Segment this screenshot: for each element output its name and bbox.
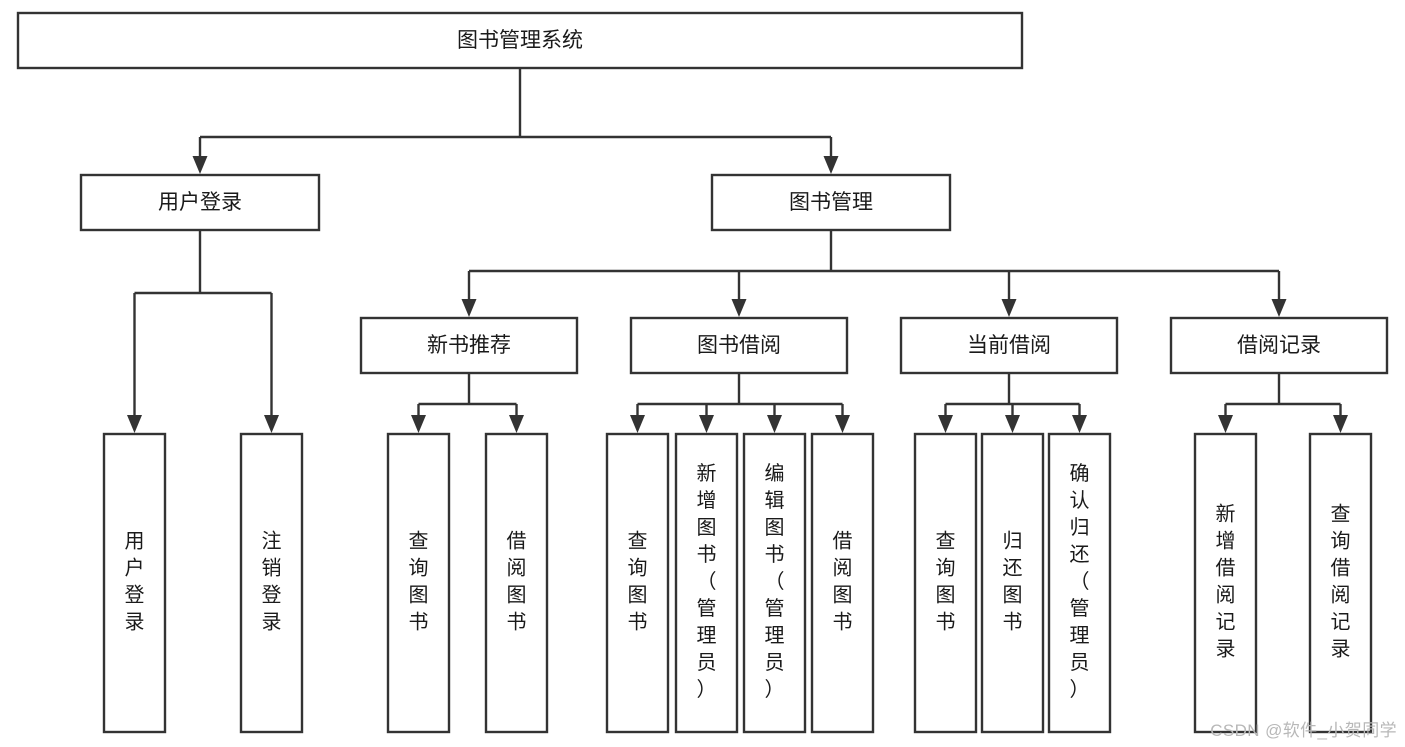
node-box[interactable]	[913, 432, 978, 734]
node-label: 注销登录	[262, 530, 282, 634]
node-user-login[interactable]: 用户登录	[79, 173, 321, 232]
node-label: 图书管理	[789, 191, 873, 214]
node-label: 新书推荐	[427, 334, 511, 357]
node-leaf-add-book[interactable]: 新增图书（管理员）	[674, 432, 739, 734]
node-label: 查询借阅记录	[1331, 503, 1351, 661]
node-box[interactable]	[386, 432, 451, 734]
node-label: 确认归还（管理员）	[1070, 462, 1090, 701]
node-leaf-return-book[interactable]: 归还图书	[980, 432, 1045, 734]
arrow-head-icon	[1005, 415, 1020, 433]
node-box[interactable]	[674, 432, 739, 734]
node-label: 借阅图书	[507, 530, 527, 634]
node-leaf-edit-book[interactable]: 编辑图书（管理员）	[742, 432, 807, 734]
node-layer: 图书管理系统用户登录图书管理新书推荐图书借阅当前借阅借阅记录用户登录注销登录查询…	[16, 11, 1389, 734]
node-leaf-user-login[interactable]: 用户登录	[102, 432, 167, 734]
node-leaf-query-book-3[interactable]: 查询图书	[913, 432, 978, 734]
node-box[interactable]	[629, 316, 849, 375]
arrow-head-icon	[699, 415, 714, 433]
arrow-head-icon	[411, 415, 426, 433]
node-label: 图书借阅	[697, 334, 781, 357]
node-box[interactable]	[102, 432, 167, 734]
node-label: 用户登录	[158, 191, 242, 214]
node-box[interactable]	[484, 432, 549, 734]
arrow-head-icon	[192, 156, 208, 174]
node-box[interactable]	[239, 432, 304, 734]
node-label: 查询图书	[936, 530, 956, 634]
node-leaf-query-record[interactable]: 查询借阅记录	[1308, 432, 1373, 734]
node-label: 查询图书	[628, 530, 648, 634]
node-current-borrow[interactable]: 当前借阅	[899, 316, 1119, 375]
arrow-head-icon	[1218, 415, 1233, 433]
node-box[interactable]	[1193, 432, 1258, 734]
node-label: 借阅图书	[833, 530, 853, 634]
node-book-borrow[interactable]: 图书借阅	[629, 316, 849, 375]
node-new-book-recommend[interactable]: 新书推荐	[359, 316, 579, 375]
arrow-head-icon	[1333, 415, 1348, 433]
node-label: 归还图书	[1003, 530, 1023, 634]
arrow-head-icon	[938, 415, 953, 433]
node-leaf-confirm-return[interactable]: 确认归还（管理员）	[1047, 432, 1112, 734]
node-label: 新增图书（管理员）	[697, 462, 717, 701]
node-leaf-borrow-book-2[interactable]: 借阅图书	[810, 432, 875, 734]
node-box[interactable]	[710, 173, 952, 232]
arrow-head-icon	[767, 415, 782, 433]
arrow-head-icon	[835, 415, 850, 433]
arrow-head-icon	[509, 415, 524, 433]
node-leaf-query-book-1[interactable]: 查询图书	[386, 432, 451, 734]
node-book-manage[interactable]: 图书管理	[710, 173, 952, 232]
node-label: 图书管理系统	[457, 29, 583, 52]
node-label: 新增借阅记录	[1216, 503, 1236, 661]
node-box[interactable]	[605, 432, 670, 734]
node-box[interactable]	[899, 316, 1119, 375]
arrow-head-icon	[731, 299, 747, 317]
connector-layer	[127, 68, 1348, 433]
node-leaf-logout[interactable]: 注销登录	[239, 432, 304, 734]
node-label: 编辑图书（管理员）	[765, 462, 785, 701]
node-label: 借阅记录	[1237, 334, 1321, 357]
node-label: 当前借阅	[967, 334, 1051, 357]
node-leaf-add-record[interactable]: 新增借阅记录	[1193, 432, 1258, 734]
arrow-head-icon	[264, 415, 279, 433]
node-label: 查询图书	[409, 530, 429, 634]
node-box[interactable]	[980, 432, 1045, 734]
arrow-head-icon	[1271, 299, 1287, 317]
node-box[interactable]	[1308, 432, 1373, 734]
node-leaf-query-book-2[interactable]: 查询图书	[605, 432, 670, 734]
node-leaf-borrow-book-1[interactable]: 借阅图书	[484, 432, 549, 734]
arrow-head-icon	[1072, 415, 1087, 433]
node-label: 用户登录	[125, 531, 145, 634]
node-box[interactable]	[1047, 432, 1112, 734]
node-box[interactable]	[742, 432, 807, 734]
node-root[interactable]: 图书管理系统	[16, 11, 1024, 70]
arrow-head-icon	[630, 415, 645, 433]
node-borrow-record[interactable]: 借阅记录	[1169, 316, 1389, 375]
node-box[interactable]	[359, 316, 579, 375]
arrow-head-icon	[461, 299, 477, 317]
node-box[interactable]	[1169, 316, 1389, 375]
node-box[interactable]	[810, 432, 875, 734]
node-box[interactable]	[79, 173, 321, 232]
arrow-head-icon	[823, 156, 839, 174]
arrow-head-icon	[127, 415, 142, 433]
arrow-head-icon	[1001, 299, 1017, 317]
node-box[interactable]	[16, 11, 1024, 70]
